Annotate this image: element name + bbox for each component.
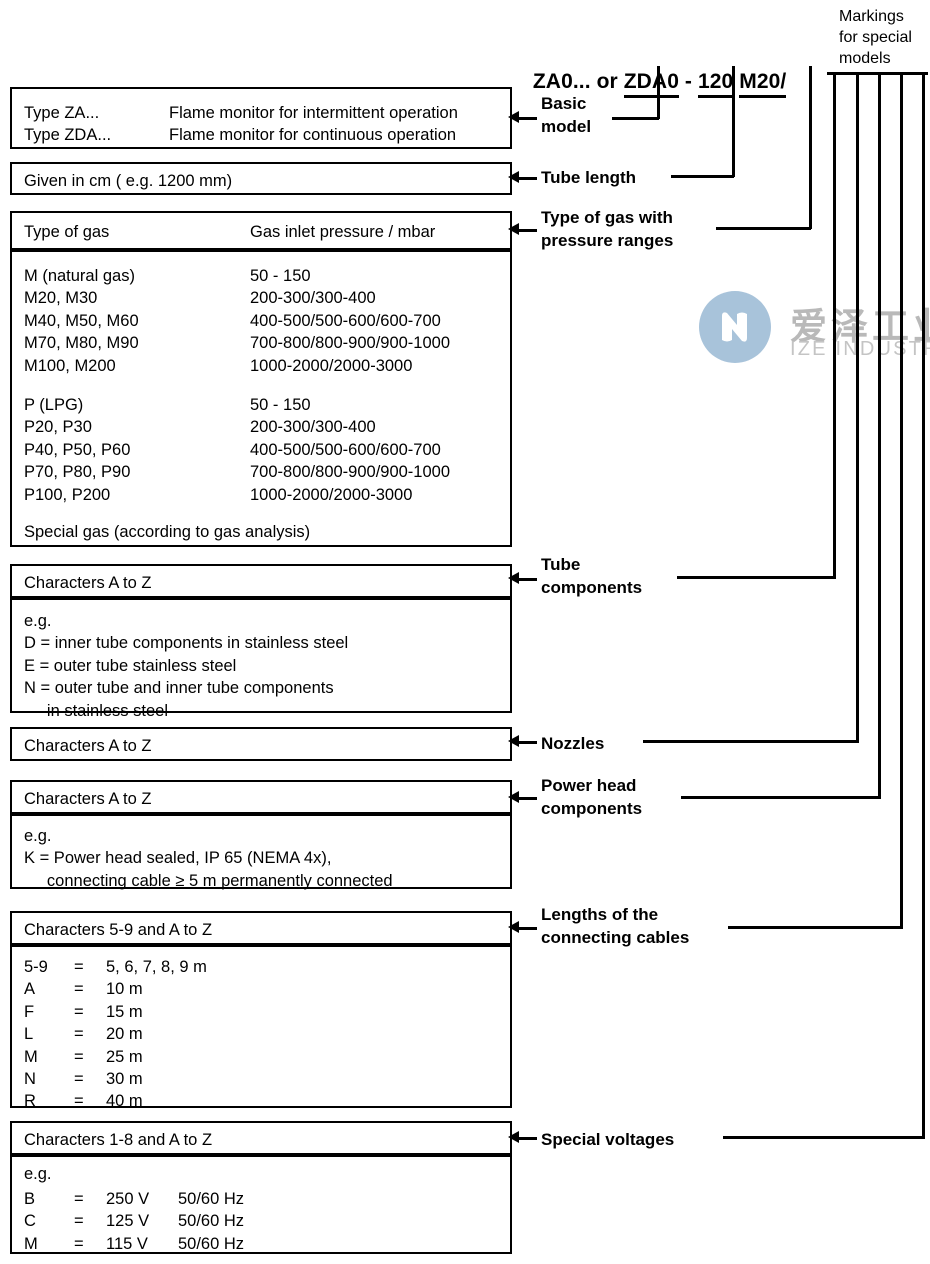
callout-special-voltages: Special voltages: [541, 1130, 675, 1149]
leader-power-head-horizontal: [681, 796, 881, 799]
cable-lengths-values: 5, 6, 7, 8, 9 m 10 m 15 m 20 m 25 m 30 m…: [106, 958, 207, 1111]
tube-components-header-text: Characters A to Z: [24, 574, 152, 592]
code-prefix: ZA0... or: [532, 70, 624, 93]
leader-nozzles-vertical: [856, 72, 859, 742]
code-zda0: ZDA0: [623, 70, 679, 98]
special-voltages-equals: = = =: [74, 1190, 84, 1253]
leader-tube-length-vertical: [732, 66, 735, 177]
arrow-nozzles: [508, 735, 537, 748]
arrow-tube-components: [508, 572, 537, 585]
arrow-power-head: [508, 791, 537, 804]
box-power-head-header: Characters A to Z: [10, 780, 512, 814]
callout-nozzles: Nozzles: [541, 734, 605, 753]
callout-type-of-gas: Type of gas with pressure ranges: [541, 208, 674, 250]
leader-tube-length-horizontal: [671, 175, 734, 178]
callout-basic-model: Basic model: [541, 94, 592, 136]
leader-power-head-vertical: [878, 72, 881, 798]
box-tube-components-body: e.g. D = inner tube components in stainl…: [10, 598, 512, 720]
leader-tube-components-horizontal: [677, 576, 836, 579]
box-gas-body: M (natural gas) M20, M30 M40, M50, M60 M…: [10, 250, 512, 547]
leader-cable-lengths-horizontal: [728, 926, 903, 929]
special-voltages-values: 250 V 125 V 115 V: [106, 1190, 150, 1253]
gas-natural-codes: M (natural gas) M20, M30 M40, M50, M60 M…: [24, 267, 139, 375]
box-nozzles: Characters A to Z: [10, 727, 512, 761]
special-voltages-frequencies: 50/60 Hz 50/60 Hz 50/60 Hz: [178, 1190, 245, 1253]
gas-natural-pressures: 50 - 150 200-300/300-400 400-500/500-600…: [250, 267, 451, 375]
arrow-basic-model: [508, 111, 537, 124]
callout-tube-components: Tube components: [541, 555, 643, 597]
box-power-head-body: e.g. K = Power head sealed, IP 65 (NEMA …: [10, 814, 512, 890]
tube-length-text: Given in cm ( e.g. 1200 mm): [24, 172, 233, 190]
watermark-english-text: IZE INDUSTRIES: [790, 338, 930, 360]
box-tube-length: Given in cm ( e.g. 1200 mm): [10, 162, 512, 195]
nozzles-header-text: Characters A to Z: [24, 737, 152, 755]
arrow-special-voltages: [508, 1131, 537, 1144]
basic-model-types: Type ZA... Type ZDA...: [24, 104, 112, 145]
watermark-chinese-text: 爱泽工业: [790, 305, 930, 348]
special-voltages-eg: e.g.: [24, 1165, 52, 1183]
code-dash: -: [678, 70, 698, 93]
tube-components-body-text: e.g. D = inner tube components in stainl…: [24, 612, 349, 720]
cable-lengths-header-text: Characters 5-9 and A to Z: [24, 921, 213, 939]
power-head-body-text: e.g. K = Power head sealed, IP 65 (NEMA …: [24, 827, 393, 890]
model-code-line: ZA0... or ZDA0 - 120 M20/: [521, 46, 787, 98]
cable-lengths-equals: = = = = = = =: [74, 958, 84, 1111]
gas-lpg-pressures: 50 - 150 200-300/300-400 400-500/500-600…: [250, 396, 451, 504]
box-tube-components-header: Characters A to Z: [10, 564, 512, 598]
leader-basic-model-horizontal: [612, 117, 659, 120]
box-special-voltages-body: e.g. B C M = = = 250 V 125 V 115 V 50/60…: [10, 1155, 512, 1254]
watermark-logo-icon: [699, 291, 771, 363]
markings-underline: [827, 72, 928, 75]
box-special-voltages-header: Characters 1-8 and A to Z: [10, 1121, 512, 1155]
basic-model-descriptions: Flame monitor for intermittent operation…: [169, 104, 458, 145]
gas-lpg-codes: P (LPG) P20, P30 P40, P50, P60 P70, P80,…: [24, 396, 131, 504]
leader-special-voltages-horizontal: [723, 1136, 925, 1139]
arrow-gas: [508, 223, 537, 236]
leader-nozzles-horizontal: [643, 740, 859, 743]
box-cable-lengths-header: Characters 5-9 and A to Z: [10, 911, 512, 945]
code-gas-type: M20/: [739, 70, 787, 98]
gas-col2-header: Gas inlet pressure / mbar: [250, 223, 436, 241]
callout-cable-lengths: Lengths of the connecting cables: [541, 905, 690, 947]
leader-gas-horizontal: [716, 227, 811, 230]
special-voltages-codes: B C M: [24, 1190, 38, 1253]
watermark-logo-glyph-icon: [722, 312, 747, 342]
leader-basic-model-vertical: [657, 66, 660, 119]
leader-gas-vertical: [809, 66, 812, 229]
arrow-cable-lengths: [508, 921, 537, 934]
code-tube-length: 120: [697, 70, 734, 98]
leader-tube-components-vertical: [833, 72, 836, 578]
gas-special-text: Special gas (according to gas analysis): [24, 523, 311, 541]
markings-note: Markings for special models: [839, 8, 912, 68]
arrow-tube-length: [508, 171, 537, 184]
box-gas-header: Type of gas Gas inlet pressure / mbar: [10, 211, 512, 250]
leader-special-voltages-vertical: [922, 72, 925, 1138]
special-voltages-header-text: Characters 1-8 and A to Z: [24, 1131, 213, 1149]
cable-lengths-codes: 5-9 A F L M N R: [24, 958, 48, 1111]
callout-power-head: Power head components: [541, 776, 643, 818]
box-cable-lengths-body: 5-9 A F L M N R = = = = = = = 5, 6, 7, 8…: [10, 945, 512, 1110]
power-head-header-text: Characters A to Z: [24, 790, 152, 808]
callout-tube-length: Tube length: [541, 168, 637, 187]
leader-cable-lengths-vertical: [900, 72, 903, 928]
box-basic-model: Type ZA... Type ZDA... Flame monitor for…: [10, 87, 512, 149]
gas-col1-header: Type of gas: [24, 223, 110, 241]
